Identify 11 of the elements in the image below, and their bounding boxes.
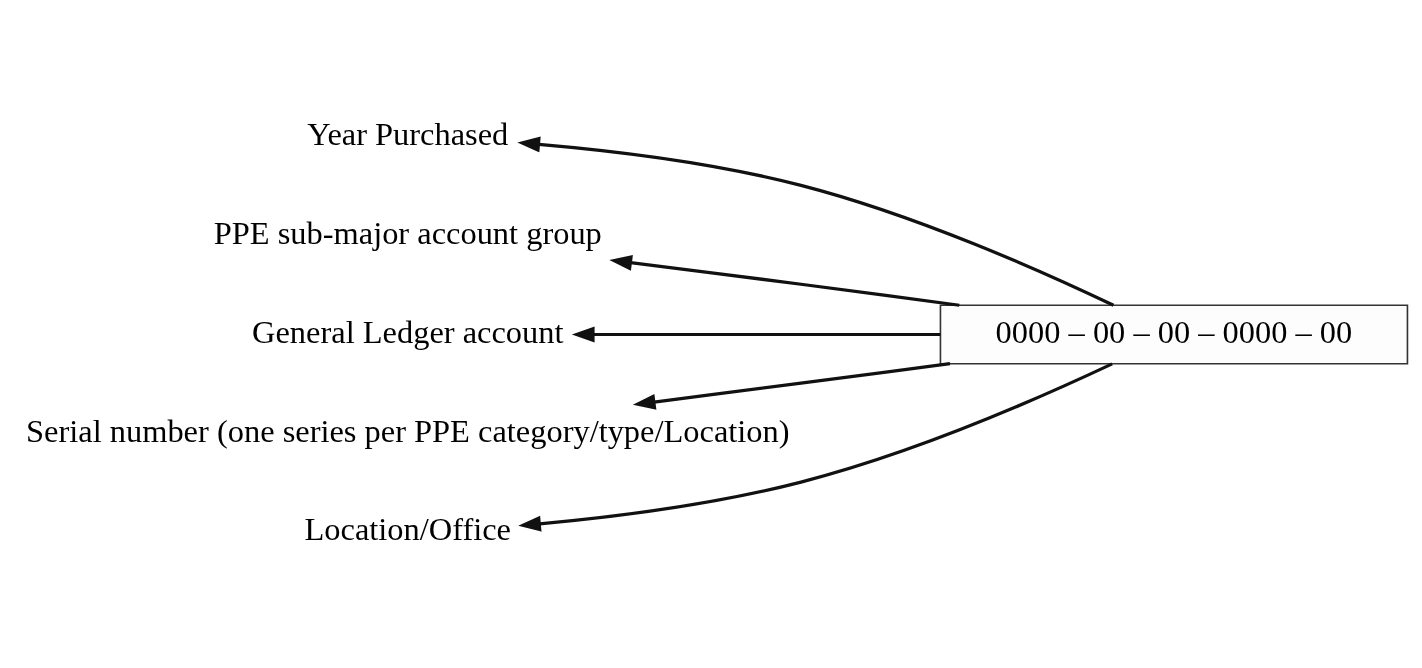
arrow xyxy=(632,361,951,410)
node-text: General Ledger account xyxy=(252,313,564,350)
arrow xyxy=(517,135,1115,307)
node-text: PPE sub-major account group xyxy=(213,214,602,251)
node-text: Year Purchased xyxy=(307,115,509,152)
node-text: Serial number (one series per PPE category/type/Location) xyxy=(26,412,790,449)
arrow xyxy=(571,326,941,342)
node-box: 0000 – 00 – 00 – 0000 – 00 xyxy=(939,304,1409,364)
node-text: Location/Office xyxy=(304,510,511,547)
arrow xyxy=(518,361,1113,532)
arrow xyxy=(609,254,960,307)
